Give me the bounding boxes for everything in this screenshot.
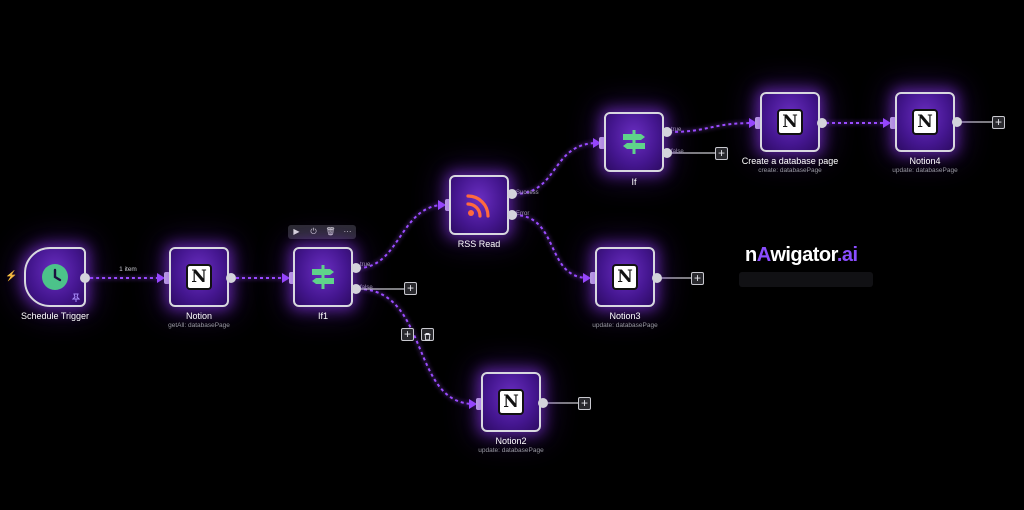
node-rss-read[interactable]: [449, 175, 509, 235]
deactivate-node-button[interactable]: ⏻: [310, 227, 317, 236]
notion4-label: Notion4: [909, 156, 941, 166]
notion-subtitle: getAll: databasePage: [168, 322, 230, 329]
wire-if1-notion2: [357, 288, 475, 405]
notion2-output-port[interactable]: [538, 398, 548, 408]
arrow-if1: [282, 273, 290, 283]
logo-part-1: n: [745, 244, 757, 266]
logo-part-2: A: [756, 244, 771, 266]
wire-if1-rss: [357, 204, 445, 269]
node-notion4[interactable]: N: [895, 92, 955, 152]
if1-input-port[interactable]: [289, 272, 295, 284]
delete-node-button[interactable]: 🗑: [325, 227, 336, 236]
notion2-label: Notion2: [495, 436, 527, 446]
rss-read-success-output-port[interactable]: [507, 189, 517, 199]
execute-node-button[interactable]: ▶: [293, 227, 300, 236]
notion3-input-port[interactable]: [590, 272, 596, 284]
node-notion[interactable]: N: [169, 247, 229, 307]
notion4-input-port[interactable]: [890, 117, 896, 129]
notion-icon: N: [777, 109, 803, 135]
if-label: If: [631, 177, 637, 187]
node-schedule-trigger[interactable]: [24, 247, 86, 307]
notion2-subtitle: update: databasePage: [478, 447, 544, 454]
items-count-label: 1 item: [119, 266, 137, 273]
navigator-logo: nAwigator.ai: [745, 244, 858, 267]
logo-part-3: wigator: [770, 244, 837, 266]
if1-false-add-button[interactable]: +: [404, 282, 417, 295]
wire-if-create: [668, 122, 755, 133]
arrow-notion3: [583, 273, 591, 283]
if-false-output-port[interactable]: [662, 148, 672, 158]
logo-part-4: .ai: [836, 244, 858, 266]
wire-rss-if: [513, 142, 599, 195]
arrow-rss: [438, 200, 446, 210]
if-input-port[interactable]: [599, 137, 605, 149]
if-false-add-button[interactable]: +: [715, 147, 728, 160]
rss-success-port-label: Success: [516, 190, 539, 196]
rss-read-label: RSS Read: [457, 239, 501, 249]
more-options-button[interactable]: ···: [343, 227, 352, 236]
create-page-input-port[interactable]: [755, 117, 761, 129]
rss-read-input-port[interactable]: [445, 199, 451, 211]
logo-underbar: [739, 272, 873, 287]
node-create-database-page[interactable]: N: [760, 92, 820, 152]
rss-read-error-output-port[interactable]: [507, 210, 517, 220]
notion3-label: Notion3: [609, 311, 641, 321]
if1-false-output-port[interactable]: [351, 284, 361, 294]
arrow-notion4: [883, 118, 891, 128]
trash-icon: [424, 333, 431, 341]
node-if[interactable]: [604, 112, 664, 172]
create-page-output-port[interactable]: [817, 118, 827, 128]
wire-rss-notion3: [513, 214, 589, 279]
edge-delete-button[interactable]: [421, 328, 434, 341]
notion3-output-port[interactable]: [652, 273, 662, 283]
schedule-trigger-label: Schedule Trigger: [20, 311, 90, 321]
notion4-subtitle: update: databasePage: [892, 167, 958, 174]
if1-false-port-label: false: [360, 285, 373, 291]
edge-add-node-button[interactable]: +: [401, 328, 414, 341]
notion4-output-port[interactable]: [952, 117, 962, 127]
arrow-if: [593, 138, 601, 148]
notion3-add-button[interactable]: +: [691, 272, 704, 285]
notion-label: Notion: [185, 311, 213, 321]
node-toolbar: ▶ ⏻ 🗑 ···: [288, 225, 356, 239]
create-page-subtitle: create: databasePage: [758, 167, 822, 174]
pin-icon: [72, 293, 80, 302]
notion-icon: N: [612, 264, 638, 290]
notion-icon: N: [498, 389, 524, 415]
arrow-notion: [157, 273, 165, 283]
arrow-notion2: [469, 399, 477, 409]
if-true-output-port[interactable]: [662, 127, 672, 137]
clock-icon: [42, 264, 68, 290]
node-if1[interactable]: [293, 247, 353, 307]
if-true-port-label: true: [671, 127, 682, 133]
if-false-port-label: false: [671, 149, 684, 155]
if1-label: If1: [317, 311, 329, 321]
notion2-add-button[interactable]: +: [578, 397, 591, 410]
signpost-icon: [312, 265, 334, 289]
if1-true-port-label: true: [360, 262, 371, 268]
node-notion3[interactable]: N: [595, 247, 655, 307]
notion3-subtitle: update: databasePage: [592, 322, 658, 329]
schedule-trigger-output-port[interactable]: [80, 273, 90, 283]
signpost-icon: [623, 130, 645, 154]
notion-output-port[interactable]: [226, 273, 236, 283]
if1-true-output-port[interactable]: [351, 263, 361, 273]
trigger-bolt-icon: ⚡: [5, 271, 18, 282]
rss-error-port-label: Error: [516, 211, 530, 217]
arrow-create: [749, 118, 757, 128]
rss-icon: [466, 194, 490, 218]
notion4-add-button[interactable]: +: [992, 116, 1005, 129]
notion-icon: N: [912, 109, 938, 135]
notion-icon: N: [186, 264, 212, 290]
notion2-input-port[interactable]: [476, 398, 482, 410]
create-page-label: Create a database page: [741, 156, 839, 166]
node-notion2[interactable]: N: [481, 372, 541, 432]
notion-input-port[interactable]: [164, 272, 170, 284]
